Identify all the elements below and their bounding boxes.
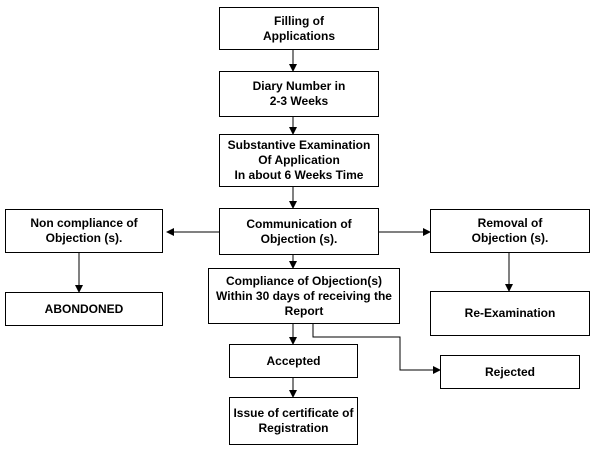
node-removal: Removal of Objection (s). — [430, 209, 590, 253]
node-diary-line-2: 2-3 Weeks — [269, 94, 329, 108]
node-compliance: Compliance of Objection(s) Within 30 day… — [208, 268, 400, 324]
node-examination-line-1: Substantive Examination — [227, 138, 371, 152]
node-communication-line-1: Communication of — [246, 216, 352, 231]
node-abondoned: ABONDONED — [5, 292, 163, 326]
node-certificate-line-1: Issue of certificate of — [233, 406, 354, 420]
node-examination: Substantive Examination Of Application I… — [219, 134, 379, 187]
node-rejected: Rejected — [440, 355, 580, 389]
node-filing: Filling of Applications — [219, 7, 379, 50]
node-rejected-label: Rejected — [484, 364, 536, 379]
node-filing-line-2: Applications — [262, 28, 335, 43]
node-communication: Communication of Objection (s). — [219, 208, 379, 255]
node-reexamination: Re-Examination — [430, 291, 590, 336]
node-accepted: Accepted — [229, 344, 358, 378]
node-removal-line-2: Objection (s). — [471, 231, 549, 245]
node-diary-line-1: Diary Number in — [252, 79, 346, 93]
node-non-compliance-line-1: Non compliance of — [30, 216, 138, 230]
node-accepted-label: Accepted — [266, 353, 321, 368]
node-removal-line-1: Removal of — [477, 216, 543, 230]
node-diary: Diary Number in 2-3 Weeks — [219, 71, 379, 117]
node-filing-line-1: Filling of — [274, 13, 324, 28]
node-certificate-line-2: Registration — [258, 421, 329, 435]
node-examination-line-3: In about 6 Weeks Time — [234, 168, 364, 182]
node-compliance-line-3: Report — [284, 303, 324, 318]
node-compliance-line-2: Within 30 days of receiving the — [216, 288, 392, 303]
node-communication-line-2: Objection (s). — [260, 231, 338, 246]
node-certificate: Issue of certificate of Registration — [229, 397, 358, 445]
node-non-compliance-line-2: Objection (s). — [45, 231, 123, 245]
node-compliance-line-1: Compliance of Objection(s) — [225, 273, 382, 288]
arrow-compliance-to-rejected — [312, 324, 441, 374]
node-examination-line-2: Of Application — [258, 153, 340, 167]
node-abondoned-label: ABONDONED — [44, 301, 124, 316]
node-non-compliance: Non compliance of Objection (s). — [5, 209, 163, 253]
node-reexamination-label: Re-Examination — [464, 306, 556, 320]
